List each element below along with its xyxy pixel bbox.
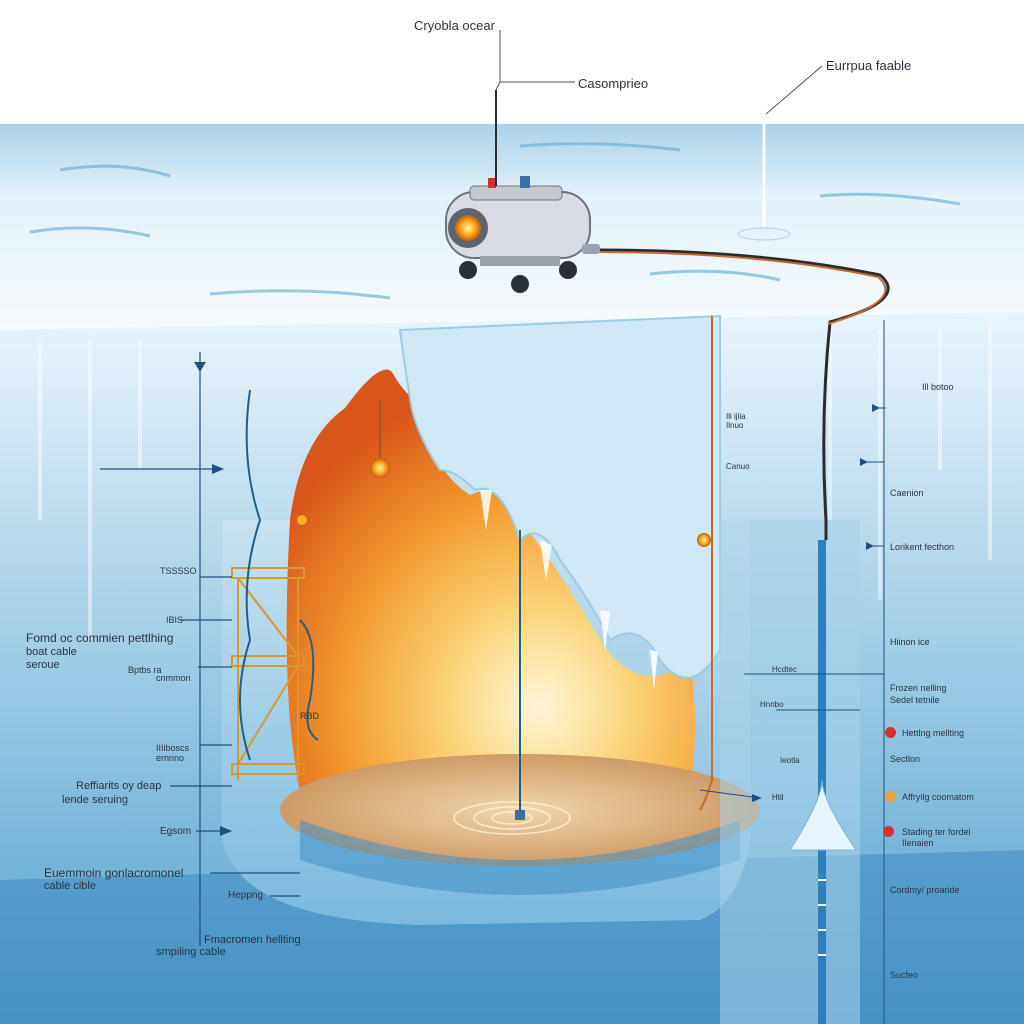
- ice-overhang: [398, 314, 721, 679]
- tether-cable-highlight: [595, 251, 887, 325]
- label-tag-b3: Ieotla: [780, 756, 800, 765]
- subsurface-water-band: [300, 820, 740, 895]
- label-europa-fable: Eurrpua faable: [826, 58, 912, 73]
- label-hunon-ice: Hiinon ice: [890, 637, 930, 647]
- label-tag-hepping: Heppng: [228, 890, 264, 901]
- right-arrowheads: [752, 404, 880, 802]
- label-tag-bptbs: Bptbs ra: [128, 665, 162, 675]
- label-canion: Caenion: [890, 488, 924, 498]
- label-tag-ibs: IBIS: [166, 615, 184, 625]
- label-frozen-melting-1: Frozen nelling: [890, 683, 947, 693]
- label-deep-title: Reffiarits oy deap: [76, 780, 162, 792]
- label-tether-title: Euemmoin gonlacromonel: [44, 866, 184, 880]
- surface-marker-base: [737, 227, 791, 241]
- label-frozen-melting-2: Sedel tetnile: [890, 695, 940, 705]
- hanging-lamp: [370, 458, 390, 478]
- borehole-splash: [789, 779, 857, 851]
- label-tag-b1: Hcdtec: [772, 665, 797, 674]
- surface-cracks: [29, 142, 961, 300]
- wall-lamp: [697, 533, 711, 547]
- label-stading-fordel-1: Stading ter fordel: [902, 827, 971, 837]
- label-tag-ersmno: ernnno: [156, 753, 185, 763]
- label-cryobot-ocean: Cryobla ocear: [414, 18, 495, 33]
- label-melting-sub: smpiling cable: [156, 946, 226, 958]
- label-tag-a3: Canuo: [726, 462, 750, 471]
- sampling-cable-icon: [699, 316, 713, 811]
- label-field-sampling-sub1: boat cable: [26, 646, 77, 658]
- label-tag-b4: Htil: [772, 793, 784, 802]
- tether-cable-icon: [595, 248, 890, 540]
- label-cryoprobe: Casomprieo: [578, 76, 649, 91]
- label-tag-iiiboscs: IIIiboscs: [156, 743, 190, 753]
- red-marker-dot-2: [883, 826, 894, 837]
- small-beacon: [297, 515, 307, 525]
- label-stading-fordel-2: Ilenaien: [902, 838, 934, 848]
- right-callout-lines: [699, 320, 886, 1024]
- label-tag-a2: Ilnuo: [726, 421, 744, 430]
- rig-hose: [299, 619, 319, 741]
- bottom-sampler: [515, 810, 525, 820]
- label-cordmy-proaride: Cordmy/ proaride: [890, 885, 960, 895]
- sky-background: [0, 0, 1024, 124]
- label-deep-sub: lende seruing: [62, 794, 129, 806]
- rover-probe-icon: [445, 90, 600, 293]
- left-guide-cable: [239, 389, 262, 761]
- left-callout-lines: [100, 352, 300, 946]
- label-ice-bottom: Ill botoo: [922, 382, 954, 392]
- ice-wall-streaks: [38, 320, 992, 640]
- label-current-fecton: Lorikent fecthon: [890, 542, 955, 552]
- left-arrowheads: [194, 362, 232, 836]
- drill-rig-icon: [231, 567, 305, 780]
- label-tag-egsom: Egsom: [160, 826, 192, 837]
- label-field-sampling-sub2: seroue: [26, 659, 60, 671]
- sediment-ripples: [453, 801, 571, 835]
- borehole-ladder: [818, 879, 826, 956]
- label-melting-title: Fmacromen hellting: [204, 934, 301, 946]
- label-tag-b2: Hnnbo: [760, 700, 784, 709]
- orange-marker-dot: [885, 791, 896, 802]
- icicles: [480, 490, 658, 690]
- label-tag-a1: Ili ijlia: [726, 412, 746, 421]
- red-marker-dot: [885, 727, 896, 738]
- label-affying-coomatom: Affryilg coomatom: [902, 792, 974, 802]
- label-field-sampling-title: Fomd oc commien pettlhing: [26, 631, 174, 645]
- right-borehole-column: [720, 520, 860, 1024]
- label-surface: Sucfeo: [890, 970, 919, 980]
- label-hotting-melting: Hettlng mellting: [902, 728, 965, 738]
- melt-cavity: [286, 369, 695, 800]
- label-tether-sub: cable cible: [44, 880, 96, 892]
- top-callout-lines: [495, 30, 823, 115]
- label-section: Sectlon: [890, 754, 921, 764]
- label-tag-cnmmon: cnmmon: [156, 673, 191, 683]
- label-tag-rbd: RBD: [300, 711, 320, 721]
- label-tag-tsr: TSSSSO: [160, 566, 197, 576]
